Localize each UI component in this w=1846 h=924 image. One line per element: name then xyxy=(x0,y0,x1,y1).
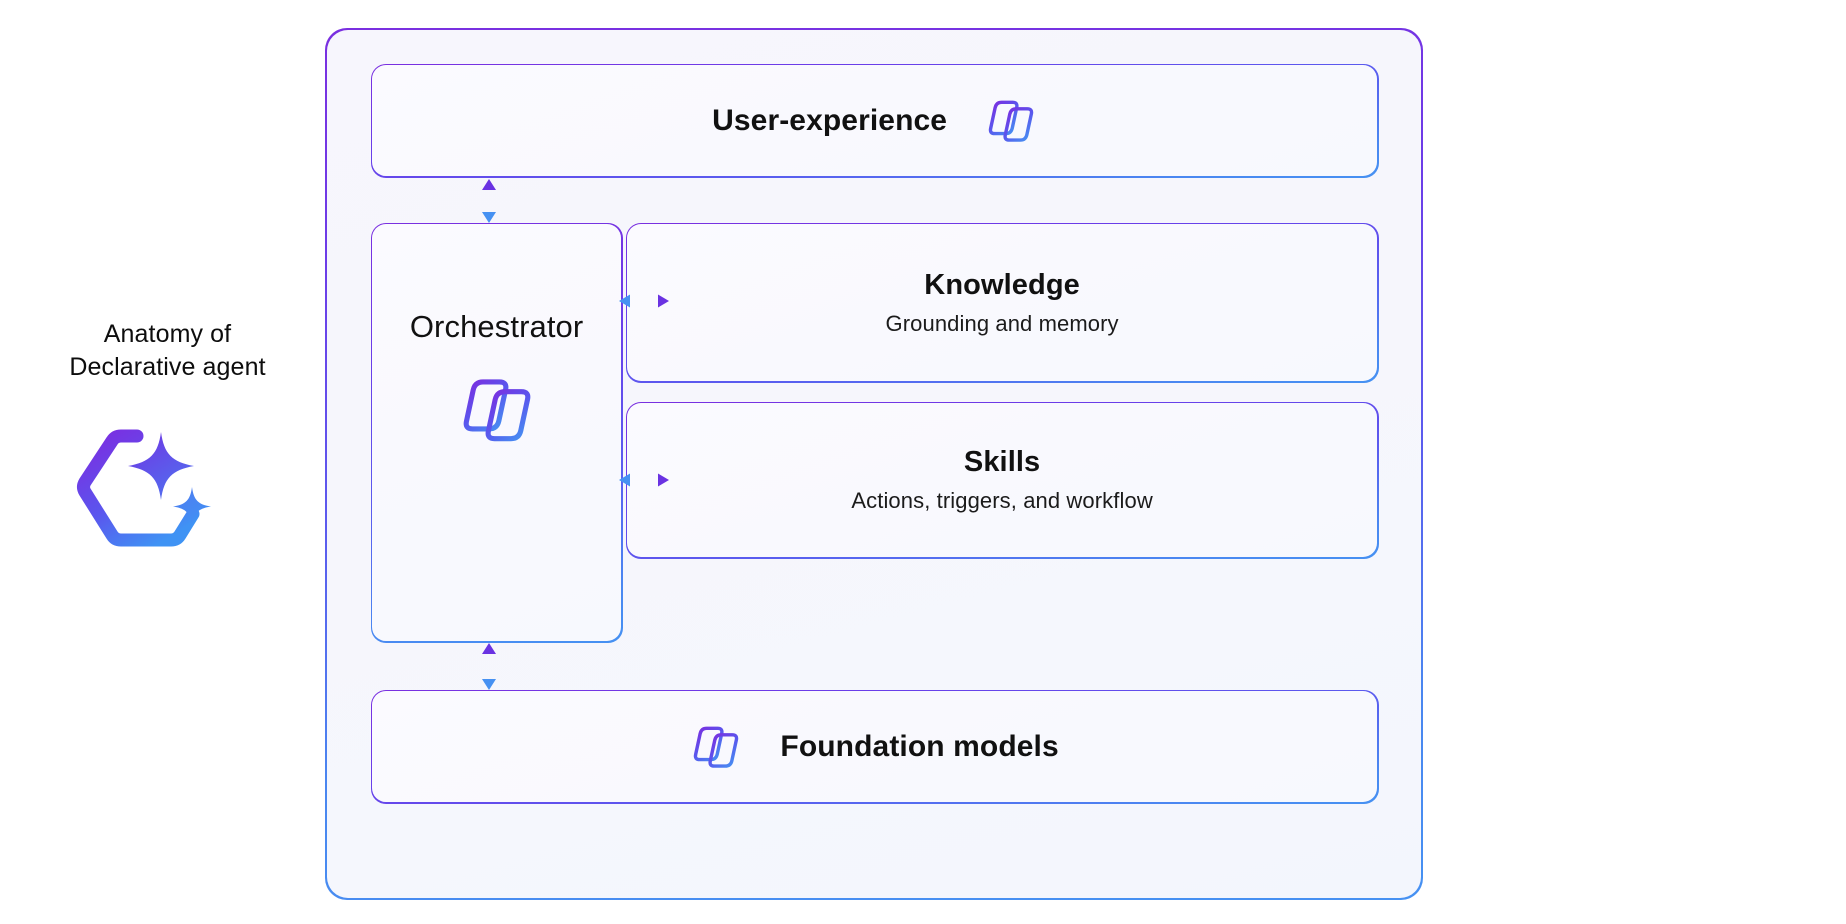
foundation-models-title: Foundation models xyxy=(780,729,1059,763)
caption-line-2: Declarative agent xyxy=(69,352,266,381)
agent-architecture-container: User-experience xyxy=(325,28,1423,900)
card-orchestrator[interactable]: Orchestrator xyxy=(370,222,623,643)
agent-hexagon-sparkle-icon xyxy=(75,429,215,555)
card-knowledge[interactable]: Knowledge Grounding and memory xyxy=(625,222,1379,383)
knowledge-subtitle: Grounding and memory xyxy=(885,310,1119,336)
skills-title: Skills xyxy=(963,446,1041,479)
connector-orchestrator-to-skills xyxy=(618,467,670,493)
card-foundation-models[interactable]: Foundation models xyxy=(370,689,1379,804)
connector-orchestrator-to-foundation-models xyxy=(475,642,503,691)
connector-user-experience-to-orchestrator xyxy=(475,178,503,224)
connector-orchestrator-to-knowledge xyxy=(618,288,670,314)
orchestrator-title: Orchestrator xyxy=(409,308,584,344)
skills-subtitle: Actions, triggers, and workflow xyxy=(851,488,1153,514)
caption-line-1: Anatomy of xyxy=(103,320,232,348)
card-user-experience[interactable]: User-experience xyxy=(370,63,1379,178)
copilot-icon xyxy=(985,95,1037,147)
user-experience-title: User-experience xyxy=(712,103,948,137)
card-skills[interactable]: Skills Actions, triggers, and workflow xyxy=(625,401,1379,559)
copilot-icon xyxy=(458,371,536,449)
diagram-caption: Anatomy of Declarative agent xyxy=(40,318,295,383)
copilot-icon xyxy=(690,721,742,773)
knowledge-title: Knowledge xyxy=(924,268,1080,301)
